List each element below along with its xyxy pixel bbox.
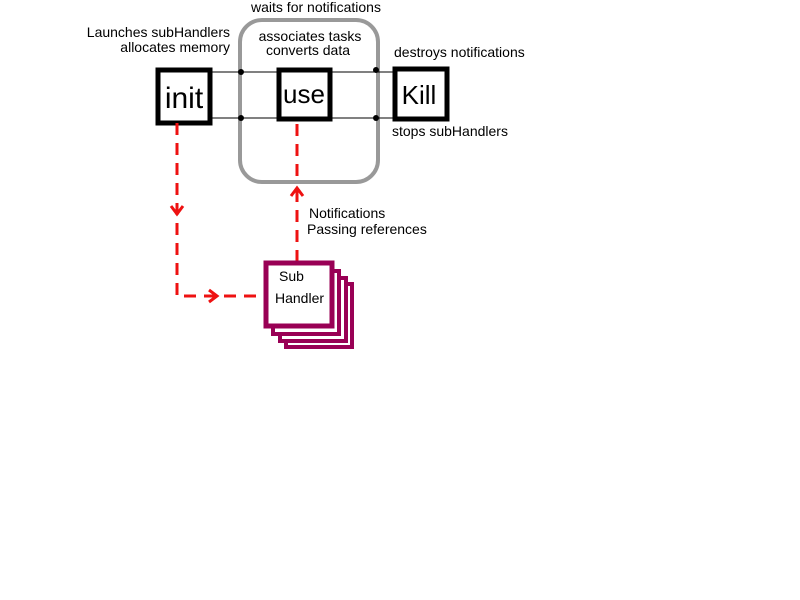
kill-node (392, 66, 450, 122)
subhandler-label-line1: Sub (279, 268, 304, 284)
launch-arrow-path (175, 123, 265, 298)
use-node (276, 67, 333, 122)
subhandler-node (263, 260, 335, 329)
down-arrowhead-icon (169, 205, 185, 217)
up-arrowhead-icon (289, 185, 305, 197)
init-label: init (165, 82, 204, 115)
right-arrowhead-icon (208, 288, 220, 304)
init-annotation-line1: Launches subHandlers (87, 24, 230, 40)
use-group-outline (238, 18, 380, 184)
junction-dot (238, 69, 244, 75)
notifications-annotation-line2: Passing references (307, 221, 427, 237)
junction-dot (238, 115, 244, 121)
junction-dot (373, 115, 379, 121)
kill-label: Kill (402, 80, 437, 110)
use-annotation-line2: converts data (266, 42, 350, 58)
init-annotation-line2: allocates memory (120, 39, 230, 55)
junction-dot (373, 67, 379, 73)
kill-annotation-bottom: stops subHandlers (392, 123, 508, 139)
use-label: use (283, 79, 325, 109)
group-annotation: waits for notifications (250, 0, 381, 15)
subhandler-label-line2: Handler (275, 290, 324, 306)
notifications-annotation-line1: Notifications (309, 205, 385, 221)
init-node (155, 67, 213, 126)
kill-annotation-top: destroys notifications (394, 44, 525, 60)
use-annotation-line1: associates tasks (259, 28, 362, 44)
